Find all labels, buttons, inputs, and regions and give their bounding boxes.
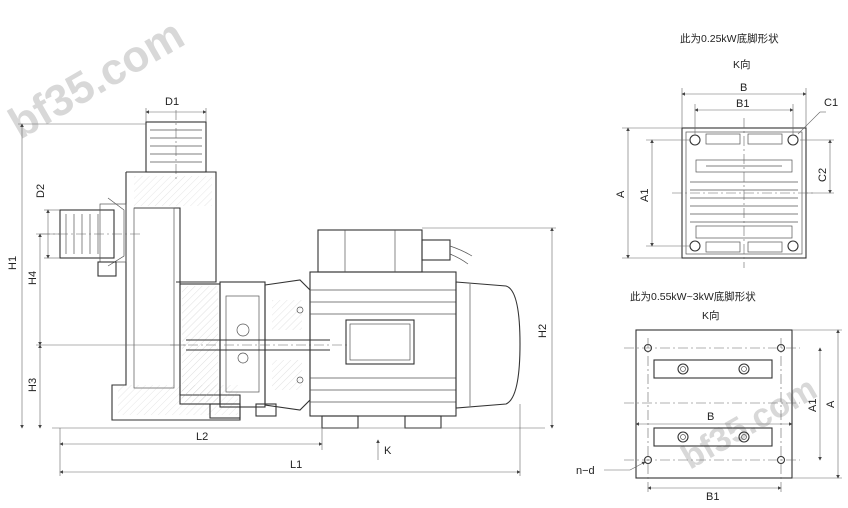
label-h4: H4 xyxy=(27,271,39,285)
label-b-small: B xyxy=(740,82,747,94)
label-h2: H2 xyxy=(537,324,549,338)
label-l2: L2 xyxy=(196,431,208,443)
cable-gland xyxy=(421,239,451,261)
label-d2: D2 xyxy=(35,184,47,198)
view-label-small: K向 xyxy=(733,58,751,71)
inlet-pipe xyxy=(59,209,115,259)
mount-hole-bl xyxy=(689,240,701,252)
mount-hole-tl xyxy=(689,134,701,146)
view-label-large: K向 xyxy=(702,309,720,322)
mount-hole-tr xyxy=(787,134,799,146)
mount-hole-br xyxy=(787,240,799,252)
label-nd-large: n−d xyxy=(576,465,595,477)
label-a-large: A xyxy=(825,400,837,408)
label-a1-large: A1 xyxy=(807,399,819,412)
pump-chamber xyxy=(126,171,217,283)
caption-small: 此为0.25kW底脚形状 xyxy=(680,32,779,45)
motor-body xyxy=(309,271,457,417)
terminal-box xyxy=(317,229,423,273)
foot-view-small: 此为0.25kW底脚形状 K向 B B1 xyxy=(615,32,838,268)
fan-cover xyxy=(455,281,521,409)
label-b1-small: B1 xyxy=(736,98,749,110)
caption-large: 此为0.55kW~3kW底脚形状 xyxy=(630,290,756,303)
watermark-top-left: bf35.com xyxy=(1,10,193,149)
label-h1: H1 xyxy=(7,256,19,270)
impeller-hub xyxy=(236,323,250,337)
motor-nameplate xyxy=(345,319,415,365)
label-k: K xyxy=(384,445,392,457)
label-d1: D1 xyxy=(165,96,179,108)
motor-foot-rear xyxy=(404,415,442,429)
pump-side-view: D1 D2 H1 H4 H3 H2 L2 L1 K xyxy=(7,96,556,476)
label-a-small: A xyxy=(615,190,627,198)
label-b1-large: B1 xyxy=(706,491,719,503)
label-a1-small: A1 xyxy=(639,189,651,202)
label-c1-small: C1 xyxy=(824,97,838,109)
watermark-bottom-right: bf35.com xyxy=(675,369,823,477)
label-h3: H3 xyxy=(27,378,39,392)
label-b-large: B xyxy=(707,411,714,423)
foot-rail-bottom xyxy=(653,427,773,447)
motor-foot-front xyxy=(321,415,359,429)
foot-plate-large xyxy=(635,329,793,479)
label-c2-small: C2 xyxy=(817,168,829,182)
label-l1: L1 xyxy=(290,459,302,471)
foot-view-large: 此为0.55kW~3kW底脚形状 K向 B B1 A1 xyxy=(576,290,842,503)
foot-rail-top xyxy=(653,359,773,379)
drain-plug xyxy=(97,261,117,277)
